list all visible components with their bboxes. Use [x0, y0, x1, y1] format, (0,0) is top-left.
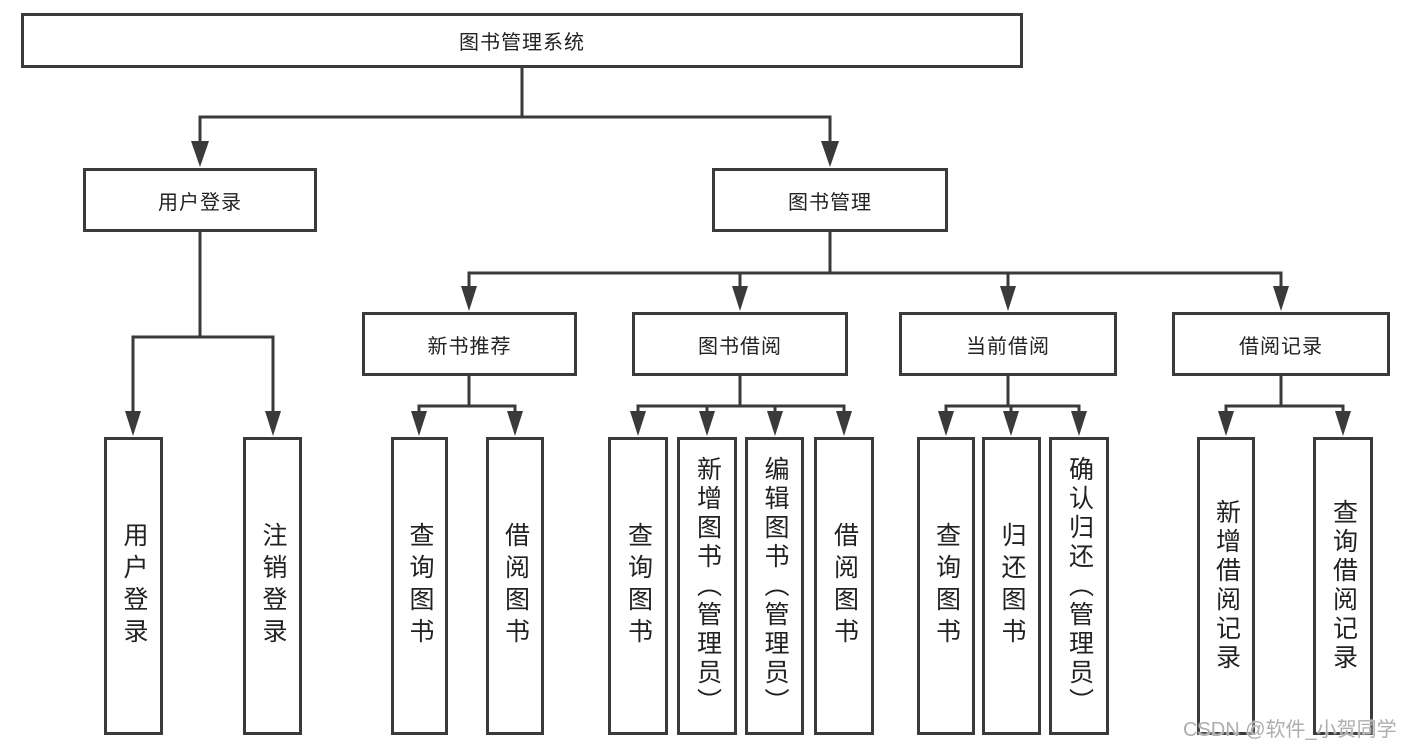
leaf-query-borrow-record-label: 查询借阅记录 — [1329, 499, 1358, 673]
node-new-book-recommend: 新书推荐 — [362, 312, 577, 376]
node-current-borrow: 当前借阅 — [899, 312, 1117, 376]
leaf-return-books: 归还图书 — [982, 437, 1041, 735]
node-user-login: 用户登录 — [83, 168, 317, 232]
connector-book-borrow-to-children — [630, 376, 852, 436]
leaf-query-borrow-record: 查询借阅记录 — [1313, 437, 1373, 735]
leaf-user-login: 用户登录 — [104, 437, 163, 735]
leaf-query-books-borrow-label: 查询图书 — [624, 522, 653, 650]
leaf-confirm-return-admin-label: 确认归还（管理员） — [1065, 455, 1094, 717]
node-book-management: 图书管理 — [712, 168, 948, 232]
leaf-query-books-borrow: 查询图书 — [608, 437, 668, 735]
leaf-query-books-current-label: 查询图书 — [932, 522, 961, 650]
leaf-query-books-recommend: 查询图书 — [391, 437, 448, 735]
node-root-label: 图书管理系统 — [459, 32, 585, 54]
connector-borrow-record-to-children — [1218, 376, 1351, 436]
leaf-logout: 注销登录 — [243, 437, 302, 735]
connector-new-book-to-children — [411, 376, 523, 436]
connector-user-login-to-children — [125, 232, 281, 436]
leaf-borrow-books-label: 借阅图书 — [830, 522, 859, 650]
leaf-confirm-return-admin: 确认归还（管理员） — [1049, 437, 1109, 735]
leaf-add-borrow-record: 新增借阅记录 — [1197, 437, 1255, 735]
node-new-book-recommend-label: 新书推荐 — [427, 335, 512, 358]
node-book-management-label: 图书管理 — [788, 191, 872, 214]
leaf-return-books-label: 归还图书 — [998, 522, 1026, 650]
connector-book-mgmt-to-level3 — [461, 232, 1289, 311]
leaf-query-books-recommend-label: 查询图书 — [406, 522, 434, 650]
leaf-borrow-books-recommend-label: 借阅图书 — [501, 522, 530, 650]
leaf-query-books-current: 查询图书 — [917, 437, 975, 735]
node-root-library-system: 图书管理系统 — [21, 13, 1023, 68]
node-book-borrow: 图书借阅 — [632, 312, 848, 376]
leaf-user-login-label: 用户登录 — [120, 522, 148, 650]
watermark: CSDN @软件_小贺同学 — [1183, 719, 1397, 741]
connector-root-to-level2 — [191, 68, 839, 167]
leaf-borrow-books: 借阅图书 — [814, 437, 874, 735]
node-current-borrow-label: 当前借阅 — [966, 335, 1050, 358]
leaf-add-books-admin: 新增图书（管理员） — [677, 437, 737, 735]
leaf-borrow-books-recommend: 借阅图书 — [486, 437, 544, 735]
leaf-add-books-admin-label: 新增图书（管理员） — [693, 455, 722, 717]
leaf-logout-label: 注销登录 — [259, 522, 287, 650]
connector-current-borrow-to-children — [938, 376, 1087, 436]
leaf-edit-books-admin-label: 编辑图书（管理员） — [761, 455, 789, 717]
node-borrow-records: 借阅记录 — [1172, 312, 1390, 376]
node-borrow-records-label: 借阅记录 — [1239, 335, 1323, 358]
node-book-borrow-label: 图书借阅 — [698, 335, 782, 358]
leaf-edit-books-admin: 编辑图书（管理员） — [745, 437, 804, 735]
node-user-login-label: 用户登录 — [158, 191, 242, 214]
leaf-add-borrow-record-label: 新增借阅记录 — [1212, 499, 1241, 673]
